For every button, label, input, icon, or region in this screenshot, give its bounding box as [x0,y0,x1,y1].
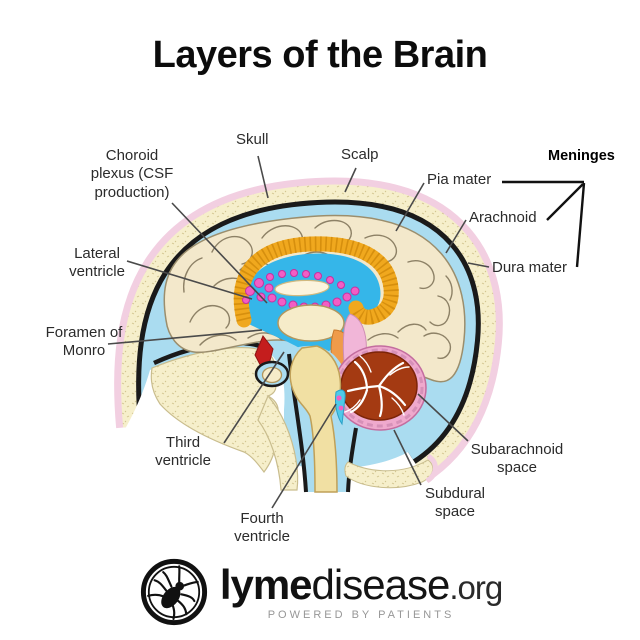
label-skull: Skull [236,131,269,148]
brainstem [289,345,342,493]
tick-icon [140,558,207,626]
clivus-bone [257,394,299,491]
leader-line-subarachnoid-space [417,393,469,442]
fornix [274,279,330,297]
occipital-bone [344,459,434,489]
leader-line-choroid-plexus [171,202,268,304]
label-foramen-of-monro: Foramen of Monro [45,324,123,360]
leader-line-scalp [344,167,357,193]
leader-line-pia-mater [395,182,425,232]
leader-line-dura-mater [467,262,490,268]
corpus-callosum [233,236,399,328]
label-choroid-plexus: Choroid plexus (CSF production) [90,147,174,201]
label-meninges: Meninges [548,148,615,164]
label-fourth-ventricle: Fourth ventricle [234,510,290,546]
label-pia-mater: Pia mater [427,171,492,188]
thalamus [277,304,345,342]
dura-brainstem-right [346,427,358,493]
leader-line-third-ventricle [223,351,285,444]
brand-footer: lymedisease.org POWERED BY PATIENTS [0,556,640,628]
page-title: Layers of the Brain [152,34,488,76]
brand-lyme: lyme [219,560,313,608]
brand-wordmark: lymedisease.org [219,560,503,608]
gyri-sulci [183,219,453,359]
meninges-bracket [502,180,586,268]
arbor-vitae [344,355,410,418]
brand-tld: .org [449,568,503,606]
label-third-ventricle: Third ventricle [155,434,211,470]
leader-line-arachnoid [445,219,467,254]
cutaway-bottom [96,492,526,547]
label-subarachnoid-space: Subarachnoid space [470,441,564,477]
fourth-ventricle-choroid [336,395,344,411]
brand-disease: disease [311,560,451,608]
brand-tagline: POWERED BY PATIENTS [267,608,455,621]
leader-lines [107,155,490,509]
leader-line-foramen-of-monro [107,329,263,345]
label-subdural-space: Subdural space [424,485,486,521]
label-scalp: Scalp [341,146,379,163]
leader-line-lateral-ventricle [126,260,253,300]
scalp-edge-lower [425,453,438,484]
leader-line-fourth-ventricle [271,403,337,509]
brand-text-block: lymedisease.org POWERED BY PATIENTS [219,560,503,621]
leader-line-subdural-space [393,429,422,486]
label-dura-mater: Dura mater [492,259,568,276]
label-arachnoid: Arachnoid [469,209,537,226]
leader-line-skull [257,155,269,199]
label-lateral-ventricle: Lateral ventricle [69,245,125,281]
